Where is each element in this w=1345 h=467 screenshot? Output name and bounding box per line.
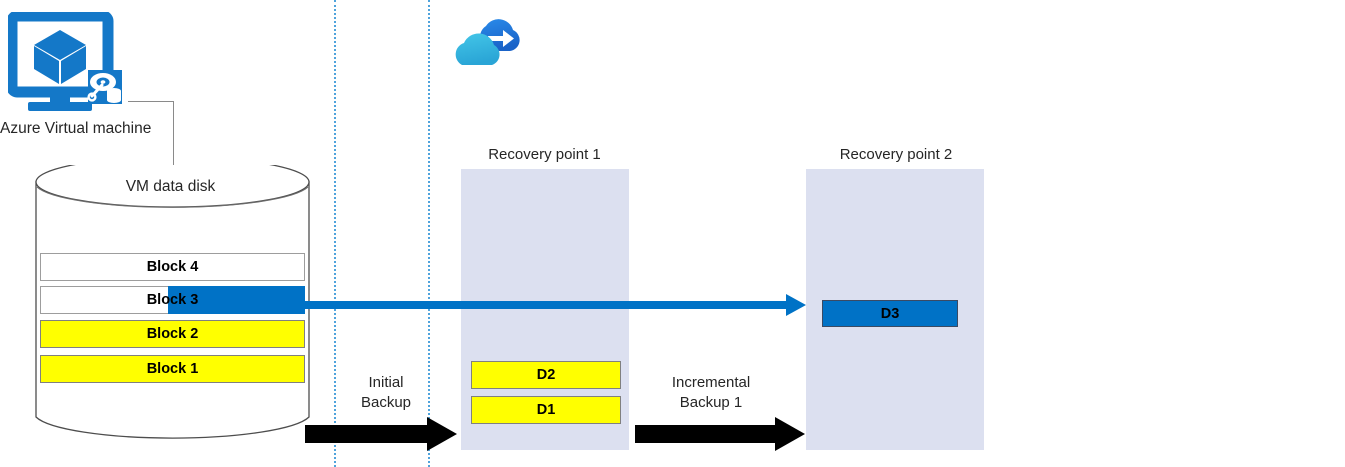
initial-backup-arrow-shaft xyxy=(305,425,427,443)
incremental-backup-arrow-shaft xyxy=(635,425,775,443)
block-4: Block 4 xyxy=(40,253,305,281)
incremental-block-arrow-head xyxy=(786,294,806,316)
incremental-backup-label: Incremental Backup 1 xyxy=(650,373,772,413)
block-3-changed-region xyxy=(168,286,305,314)
vm-label: Azure Virtual machine xyxy=(0,120,152,137)
incremental-backup-label-line1: Incremental xyxy=(671,374,751,391)
initial-backup-arrow-head xyxy=(427,417,457,451)
guide-line-left xyxy=(334,0,336,467)
initial-backup-label-line2: Backup xyxy=(360,393,412,411)
data-box-d1: D1 xyxy=(471,396,621,424)
azure-backup-cloud-icon xyxy=(448,8,528,78)
initial-backup-label: Initial Backup xyxy=(338,373,434,413)
disk-connector-horizontal xyxy=(128,101,174,102)
data-box-d2: D2 xyxy=(471,361,621,389)
block-2: Block 2 xyxy=(40,320,305,348)
recovery-point-2-title: Recovery point 2 xyxy=(839,146,953,163)
azure-virtual-machine-icon xyxy=(6,10,128,112)
guide-line-right xyxy=(428,0,430,467)
incremental-block-arrow-shaft xyxy=(303,301,787,309)
vm-data-disk-title: VM data disk xyxy=(125,178,216,195)
recovery-point-1-title: Recovery point 1 xyxy=(488,146,601,163)
incremental-backup-label-line2: Backup 1 xyxy=(679,393,743,411)
block-1: Block 1 xyxy=(40,355,305,383)
incremental-backup-arrow-head xyxy=(775,417,805,451)
data-box-d3: D3 xyxy=(822,300,958,327)
disk-connector-vertical xyxy=(173,101,174,181)
initial-backup-label-line1: Initial xyxy=(368,374,404,391)
